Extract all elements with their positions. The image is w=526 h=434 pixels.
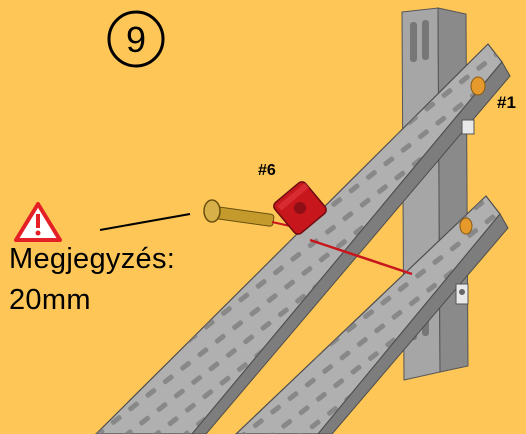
- warning-triangle-icon: [16, 204, 60, 240]
- step-number: 9: [106, 10, 166, 70]
- note-title: Megjegyzés:: [9, 243, 175, 276]
- part-label-rail: #1: [497, 93, 516, 113]
- note-leader-line: [100, 214, 190, 230]
- part-label-nut: #6: [258, 162, 276, 180]
- note-value: 20mm: [9, 284, 91, 317]
- step-indicator: 9: [106, 10, 166, 70]
